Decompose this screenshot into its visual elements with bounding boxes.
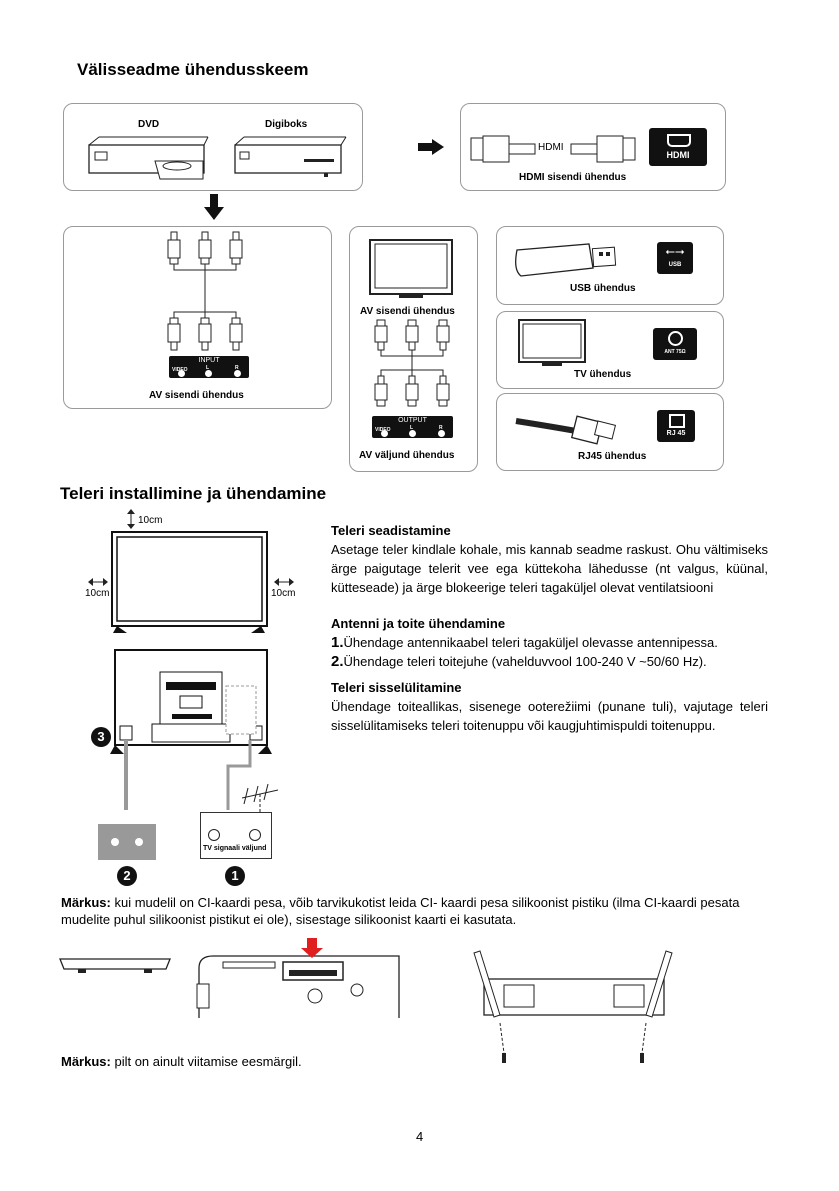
hdmi-port-icon (667, 134, 691, 147)
setup-heading: Teleri seadistamine (331, 523, 451, 538)
output-panel-port-l: L (410, 425, 414, 431)
note-reference: Märkus: pilt on ainult viitamise eesmärg… (61, 1053, 561, 1070)
note-label: Märkus: (61, 895, 111, 910)
ci-slot-diagram (196, 938, 400, 1018)
note-ci-card: Märkus: kui mudelil on CI-kaardi pesa, v… (61, 894, 777, 928)
output-jack-icon (381, 430, 388, 437)
av-input-caption-left: AV sisendi ühendus (149, 390, 244, 401)
section-title-external-devices: Välisseadme ühendusskeem (77, 60, 309, 79)
ethernet-cable-icon (515, 415, 617, 445)
antenna-port-badge: ANT 75Ω (653, 328, 697, 360)
digiboks-icon (234, 136, 347, 177)
input-jack-icon (234, 370, 241, 377)
usb-caption: USB ühendus (570, 283, 636, 294)
page-number: 4 (416, 1129, 424, 1144)
antenna-step-2: 2.Ühendage teleri toitejuhe (vahelduvvoo… (331, 653, 707, 670)
setup-text: Asetage teler kindlale kohale, mis kanna… (331, 542, 768, 595)
clearance-arrow-top-icon (127, 509, 135, 529)
arrow-down-icon (204, 194, 224, 220)
ant-badge-label: ANT 75Ω (664, 349, 686, 355)
ci-silicone-plug-icon (59, 958, 171, 973)
clearance-top-label: 10cm (138, 515, 163, 526)
dvd-label: DVD (138, 119, 160, 130)
rj45-port-icon (669, 414, 685, 428)
coax-port-icon (668, 331, 683, 346)
coax-socket-icon (249, 829, 261, 841)
input-jack-icon (205, 370, 212, 377)
hdmi-port-badge: HDMI (649, 128, 707, 166)
input-panel-port-r: R (235, 365, 239, 371)
output-panel-port-r: R (439, 425, 443, 431)
tv-icon (518, 319, 586, 366)
output-panel-title: OUTPUT (398, 417, 427, 424)
input-jack-icon (178, 370, 185, 377)
hdmi-badge-label: HDMI (666, 150, 690, 160)
av-input-box (63, 226, 332, 409)
power-heading: Teleri sisselülitamine (331, 680, 462, 695)
step-2-badge: 2 (117, 866, 137, 886)
output-jack-icon (438, 430, 445, 437)
rj45-port-badge: RJ 45 (657, 410, 695, 442)
antenna-step-1: 1.Ühendage antennikaabel teleri tagakülj… (331, 634, 718, 651)
hdmi-cable-icon (470, 135, 636, 163)
arrow-right-icon (418, 139, 444, 155)
clearance-right-label: 10cm (271, 588, 296, 599)
usb-port-badge: ⭠⭢ USB (657, 242, 693, 274)
note-text: pilt on ainult viitamise eesmärgil. (110, 1054, 302, 1069)
tv-front-icon (111, 531, 268, 633)
usb-symbol-icon: ⭠⭢ (665, 244, 685, 258)
input-panel: INPUT VIDEO L R (169, 356, 249, 378)
coax-socket-icon (208, 829, 220, 841)
dvd-player-icon (88, 136, 209, 180)
monitor-icon (369, 239, 453, 298)
antenna-section: Antenni ja toite ühendamine 1.Ühendage a… (331, 614, 771, 671)
clearance-arrow-right-icon (274, 578, 294, 586)
rca-cables-icon (374, 319, 450, 407)
setup-section: Teleri seadistamine Asetage teler kindla… (331, 521, 768, 597)
clearance-arrow-left-icon (88, 578, 108, 586)
input-panel-title: INPUT (198, 357, 220, 364)
input-panel-port-l: L (206, 365, 210, 371)
rj45-caption: RJ45 ühendus (578, 451, 647, 462)
tv-signal-panel (200, 812, 272, 859)
usb-stick-icon (515, 243, 617, 277)
note-text: kui mudelil on CI-kaardi pesa, võib tarv… (61, 895, 740, 927)
av-output-caption: AV väljund ühendus (359, 450, 455, 461)
digiboks-label: Digiboks (265, 119, 308, 130)
rj45-badge-label: RJ 45 (666, 430, 686, 437)
rca-cables-icon (167, 231, 243, 351)
power-section: Teleri sisselülitamine Ühendage toiteall… (331, 678, 768, 735)
wall-power-socket (98, 824, 156, 860)
power-text: Ühendage toiteallikas, sisenege ootereži… (331, 699, 768, 733)
antenna-heading: Antenni ja toite ühendamine (331, 616, 506, 631)
hdmi-caption: HDMI sisendi ühendus (519, 172, 627, 183)
av-input-caption-mid: AV sisendi ühendus (360, 306, 455, 317)
hdmi-cable-label: HDMI (538, 142, 564, 153)
section-title-installation: Teleri installimine ja ühendamine (60, 484, 327, 503)
tv-signal-label: TV signaali väljund (203, 845, 267, 852)
clearance-left-label: 10cm (85, 588, 110, 599)
tv-caption: TV ühendus (574, 369, 632, 380)
socket-hole-icon (135, 838, 143, 846)
usb-badge-label: USB (668, 262, 682, 268)
output-panel: OUTPUT VIDEO L R (372, 416, 453, 438)
socket-hole-icon (111, 838, 119, 846)
tv-stand-mount-diagram (473, 950, 673, 1063)
note-label: Märkus: (61, 1054, 111, 1069)
tv-back-connection-diagram (110, 649, 272, 810)
output-jack-icon (409, 430, 416, 437)
step-1-badge: 1 (225, 866, 245, 886)
step-3-badge: 3 (91, 727, 111, 747)
